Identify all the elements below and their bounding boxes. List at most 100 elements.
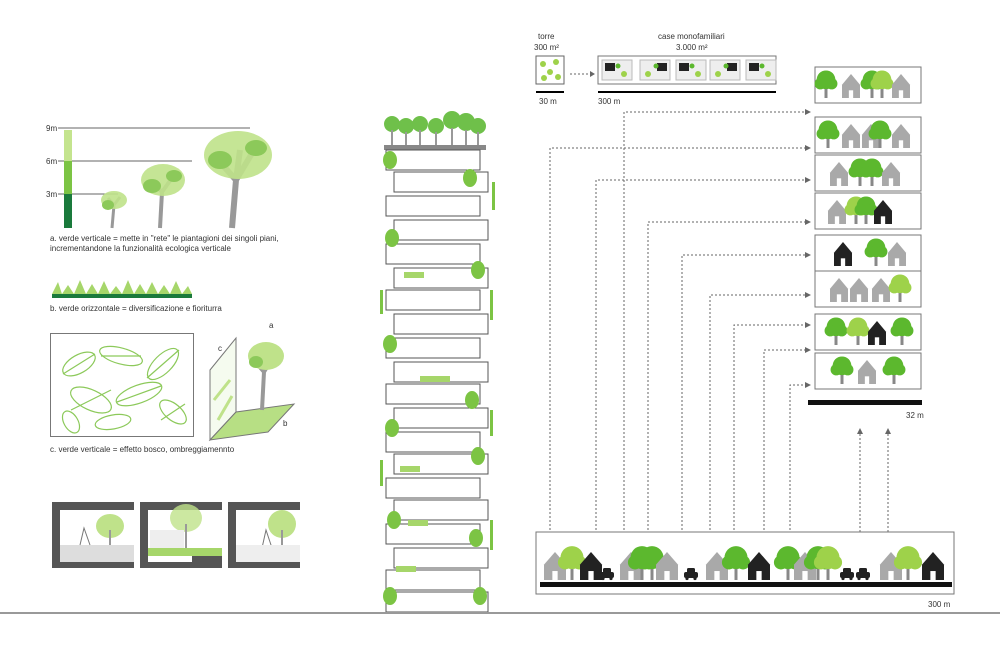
house-footprint	[749, 63, 759, 71]
houses-label: case monofamiliari	[658, 32, 725, 41]
house-icon	[882, 162, 900, 186]
tree-dot	[759, 63, 765, 69]
plant-icon	[385, 229, 399, 247]
vertical-green-strip	[380, 460, 383, 486]
large-tree-icon	[204, 131, 272, 229]
arrowhead	[805, 145, 811, 151]
planter-icon	[404, 272, 424, 278]
floor-slab	[393, 407, 489, 429]
tree-icon	[870, 70, 894, 98]
floor-slab	[393, 547, 489, 569]
floor-slab	[385, 383, 481, 405]
tree-icon	[813, 546, 843, 580]
arrowhead	[857, 428, 863, 434]
roof-trees-icon	[384, 111, 486, 150]
connector-line	[681, 254, 810, 530]
stack-height-label: 32 m	[906, 411, 924, 420]
connector-line	[623, 111, 810, 530]
vertical-green-strip	[490, 290, 493, 320]
tree-icon	[888, 274, 912, 302]
house-icon	[580, 552, 602, 580]
arrowhead	[805, 347, 811, 353]
house-icon	[872, 278, 890, 302]
plant-icon	[465, 391, 479, 409]
tree-icon	[824, 317, 848, 345]
house-icon	[830, 162, 848, 186]
tree-icon	[557, 546, 587, 580]
legend-a-caption-1: a. verde verticale = mette in "rete" le …	[50, 234, 279, 243]
plant-icon	[469, 529, 483, 547]
label-a: a	[269, 321, 274, 330]
house-icon	[892, 74, 910, 98]
tree-icon	[846, 317, 870, 345]
height-label-3m: 3m	[46, 190, 58, 199]
tower-label: torre	[538, 32, 555, 41]
floor-slab	[385, 569, 481, 591]
connector-line	[549, 147, 810, 530]
tree-dot	[689, 63, 695, 69]
car-icon	[840, 568, 854, 581]
tree-dot	[723, 63, 729, 69]
vertical-green-strip	[492, 182, 495, 210]
plant-icon	[383, 335, 397, 353]
house-icon	[868, 321, 886, 345]
tree-icon	[814, 70, 838, 98]
planter-icon	[430, 376, 450, 382]
connector-line	[595, 179, 810, 530]
connector-line	[647, 221, 810, 530]
connector-line	[709, 294, 810, 530]
medium-tree-icon	[141, 164, 185, 229]
floor-slab	[385, 243, 481, 265]
tree-icon	[721, 546, 751, 580]
tree-dot	[653, 63, 659, 69]
tree-icon	[890, 317, 914, 345]
house-footprint	[657, 63, 667, 71]
legend-b-caption: b. verde orizzontale = diversificazione …	[50, 304, 222, 313]
tree-icon	[860, 158, 884, 186]
connector-line	[789, 384, 810, 530]
vertical-green-strip	[490, 410, 493, 436]
tree-icon	[882, 356, 906, 384]
arrowhead	[805, 322, 811, 328]
tree-dot	[621, 71, 627, 77]
vertical-green-strip	[380, 290, 383, 314]
height-label-9m: 9m	[46, 124, 58, 133]
tree-icon	[816, 120, 840, 148]
house-icon	[706, 552, 728, 580]
plant-icon	[471, 261, 485, 279]
house-icon	[748, 552, 770, 580]
house-icon	[830, 278, 848, 302]
arrowhead	[805, 292, 811, 298]
arrowhead	[885, 428, 891, 434]
leaves-icon	[61, 345, 187, 434]
tree-dot	[645, 71, 651, 77]
house-icon	[850, 278, 868, 302]
plant-icon	[385, 419, 399, 437]
arrowhead	[805, 252, 811, 258]
plant-icon	[383, 587, 397, 605]
tree-dot	[715, 71, 721, 77]
house-icon	[842, 124, 860, 148]
house-icon	[892, 124, 910, 148]
house-icon	[874, 200, 892, 224]
house-icon	[858, 360, 876, 384]
height-label-6m: 6m	[46, 157, 58, 166]
tree-dot	[765, 71, 771, 77]
leaf-pattern-panel	[50, 333, 194, 437]
house-footprint	[727, 63, 737, 71]
house-icon	[834, 242, 852, 266]
ground-base-bar	[540, 582, 952, 587]
ground-width-label: 300 m	[928, 600, 951, 609]
house-icon	[922, 552, 944, 580]
houses-area: 3.000 m²	[676, 43, 708, 52]
label-b: b	[283, 419, 288, 428]
planter-icon	[400, 466, 420, 472]
plant-icon	[383, 151, 397, 169]
ground-row-houses	[544, 546, 944, 581]
legend-a-caption-2: incrementandone la funzionalità ecologic…	[50, 244, 231, 253]
